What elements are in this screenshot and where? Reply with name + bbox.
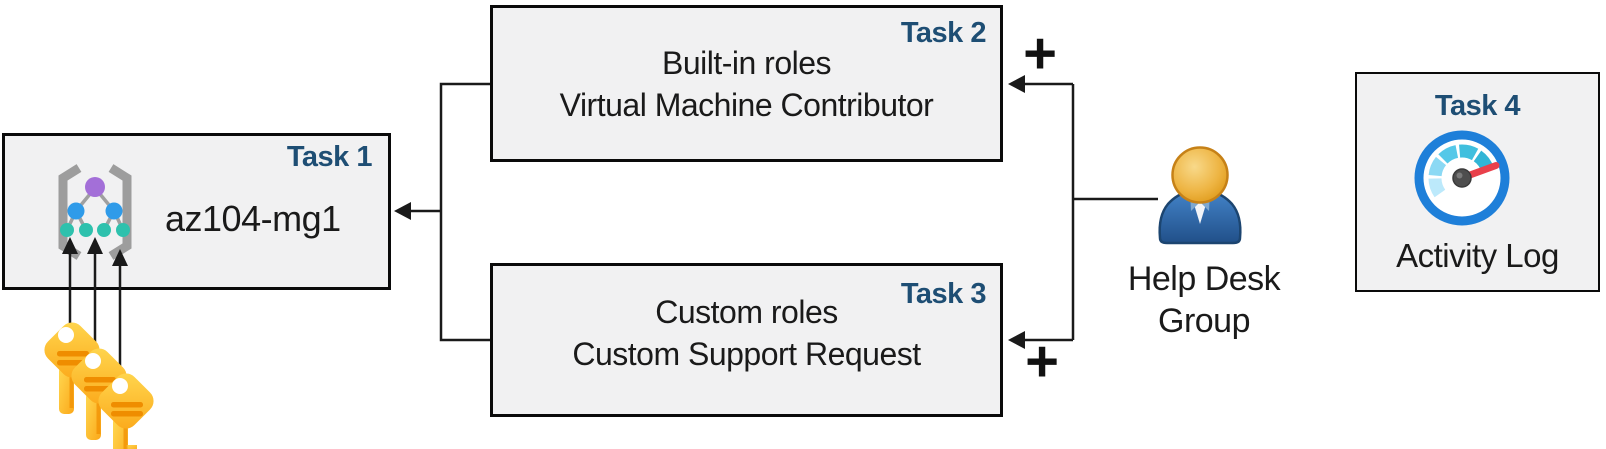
task2-line1: Built-in roles: [661, 45, 832, 81]
mg-child-node: [67, 202, 85, 220]
key-arrowhead: [112, 249, 128, 266]
mg-leaf-node: [79, 223, 93, 237]
task3-line2: Custom Support Request: [572, 336, 921, 372]
mg-leaf-node: [97, 223, 111, 237]
task3-label: Task 3: [900, 278, 987, 310]
task3-line1: Custom roles: [655, 294, 838, 330]
mg-child-node: [105, 202, 123, 220]
task2-text: Built-in roles Virtual Machine Contribut…: [493, 42, 1000, 126]
task4-label: Task 4: [1434, 90, 1521, 122]
key-arrowhead: [87, 237, 103, 254]
mg-leaf-node: [60, 223, 74, 237]
task2-box: Task 2 Built-in roles Virtual Machine Co…: [490, 5, 1003, 162]
plus-icon: +: [1023, 21, 1057, 86]
help-desk-group-line1: Help Desk: [1127, 260, 1281, 298]
connector-roles-bracket: [410, 82, 490, 342]
management-group-name: az104-mg1: [165, 198, 341, 239]
task2-label: Task 2: [900, 17, 987, 49]
arrow-to-task1: [394, 202, 411, 220]
gauge-hub-highlight: [1456, 172, 1463, 179]
task3-text: Custom roles Custom Support Request: [493, 291, 1000, 375]
key-icon: [71, 348, 127, 440]
activity-log-gauge-icon: [1410, 126, 1514, 230]
key-arrowhead: [62, 237, 78, 254]
mg-right-brace: [108, 164, 132, 260]
help-desk-group-label: Help Desk Group: [1094, 258, 1314, 342]
task2-line2: Virtual Machine Contributor: [559, 87, 934, 123]
task1-label: Task 1: [286, 141, 373, 173]
mg-leaf-node: [116, 223, 130, 237]
arrow-to-task3: [1008, 331, 1025, 349]
management-group-icon: [47, 162, 143, 262]
task1-box: Task 1 az104-mg1: [2, 133, 391, 290]
task4-box: Task 4 Activity Log: [1355, 72, 1600, 292]
arrow-to-task2: [1008, 75, 1025, 93]
key-icon: [98, 373, 154, 449]
task3-box: Task 3 Custom roles Custom Support Reque…: [490, 263, 1003, 417]
help-desk-group-line2: Group: [1158, 302, 1251, 340]
person-head: [1171, 146, 1229, 204]
help-desk-user-icon: [1152, 142, 1248, 246]
task4-title: Activity Log: [1396, 237, 1559, 274]
connector-helpdesk-bracket: [1024, 82, 1158, 342]
mg-root-node: [85, 177, 105, 197]
